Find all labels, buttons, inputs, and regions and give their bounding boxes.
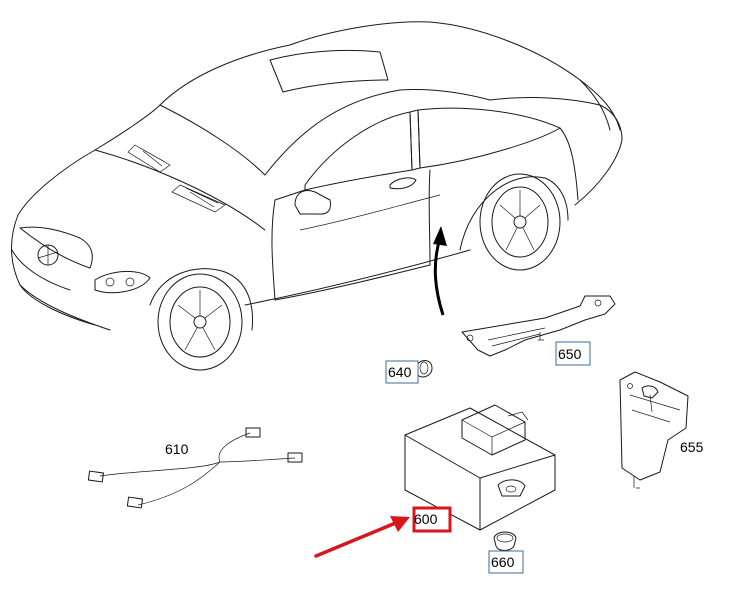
label-640: 640 xyxy=(385,360,419,384)
label-650-text: 650 xyxy=(558,346,582,362)
label-655-text: 655 xyxy=(680,439,704,455)
red-pointer-arrow xyxy=(314,516,410,558)
car-illustration xyxy=(11,21,623,371)
highlight-box xyxy=(412,506,452,533)
label-660-text: 660 xyxy=(491,554,515,570)
bracket-655 xyxy=(619,371,689,489)
control-unit-600 xyxy=(404,404,556,531)
label-660: 660 xyxy=(488,550,524,574)
nut-660 xyxy=(493,531,517,551)
label-600: 600 xyxy=(412,506,452,533)
label-640-text: 640 xyxy=(388,364,412,380)
wiring-harness-610 xyxy=(87,427,303,509)
label-610-text: 610 xyxy=(165,441,189,457)
bracket-650 xyxy=(461,295,616,357)
label-650: 650 xyxy=(555,341,591,366)
label-600-text: 600 xyxy=(414,511,438,527)
location-arrow xyxy=(433,226,447,316)
label-655: 655 xyxy=(680,439,704,455)
label-610: 610 xyxy=(165,441,189,457)
